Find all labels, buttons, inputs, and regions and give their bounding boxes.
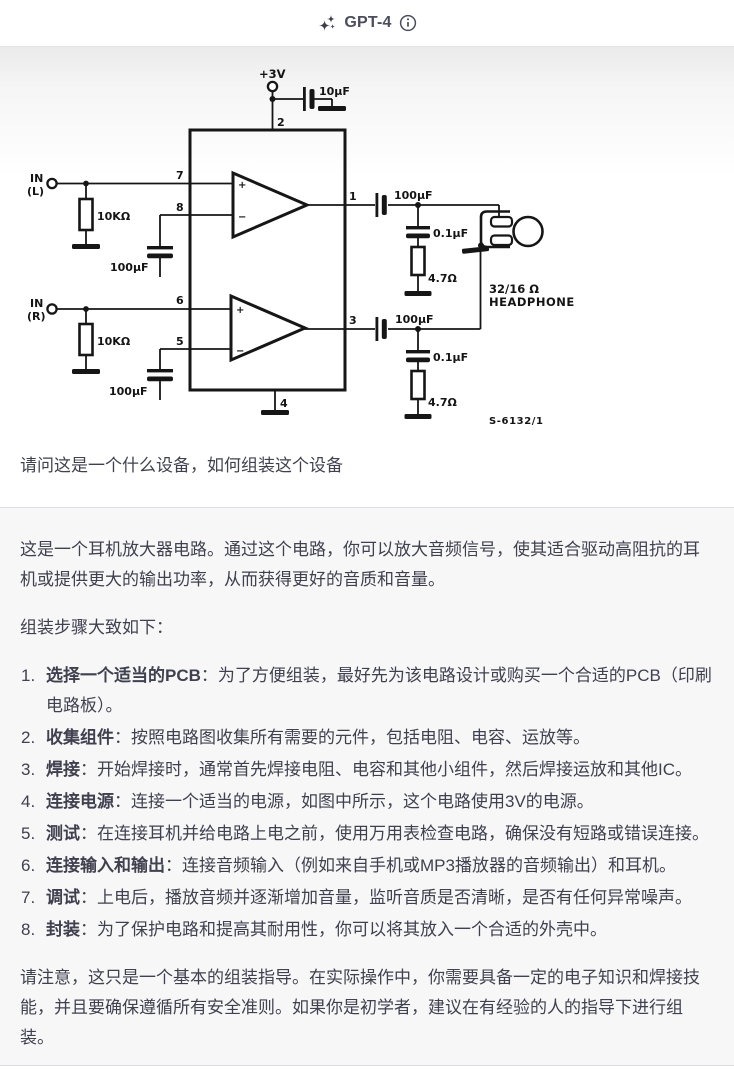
model-header: GPT-4	[0, 0, 734, 47]
list-item: 7. 调试：上电后，播放音频并逐渐增加音量，监听音质是否清晰，是否有任何异常噪声。	[20, 883, 714, 913]
step-title: 测试	[46, 824, 80, 843]
label-pin7: 7	[176, 169, 184, 182]
headphone-jack	[479, 210, 544, 249]
list-item: 8. 封装：为了保护电路和提高其耐用性，你可以将其放入一个合适的外壳中。	[20, 915, 714, 945]
circuit-labels: +3V 10μF 2 IN (L) 7 8 10KΩ 100μF IN (R) …	[27, 67, 575, 427]
assistant-note: 请注意，这只是一个基本的组装指导。在实际操作中，你需要具备一定的电子知识和焊接技…	[20, 968, 700, 1047]
label-cap-left: 100μF	[110, 261, 149, 274]
info-icon[interactable]	[399, 14, 417, 32]
step-text: ：连接音频输入（例如来自手机或MP3播放器的音频输出）和耳机。	[165, 856, 676, 875]
step-number: 4.	[21, 792, 36, 811]
label-out-cap-top: 100μF	[394, 189, 433, 202]
sparkles-icon	[318, 14, 336, 31]
step-number: 7.	[21, 888, 36, 907]
step-text: ：连接一个适当的电源，如图中所示，这个电路使用3V的电源。	[114, 792, 594, 811]
label-minus-top: −	[238, 212, 246, 223]
list-item: 3. 焊接：开始焊接时，通常首先焊接电阻、电容和其他小组件，然后焊接运放和其他IC…	[20, 755, 714, 785]
list-item: 4. 连接电源：连接一个适当的电源，如图中所示，这个电路使用3V的电源。	[20, 787, 714, 817]
step-title: 连接输入和输出	[46, 856, 165, 875]
step-text: ：上电后，播放音频并逐渐增加音量，监听音质是否清晰，是否有任何异常噪声。	[80, 888, 692, 907]
junction-dots	[83, 96, 484, 332]
label-pin6: 6	[176, 294, 184, 307]
label-part-number: S-6132/1	[489, 416, 544, 427]
list-item: 2. 收集组件：按照电路图收集所有需要的元件，包括电阻、电容、运放等。	[20, 723, 714, 753]
label-bypass-top: 0.1μF	[433, 227, 468, 240]
circuit-wires	[56, 91, 500, 414]
label-bypass-bottom: 0.1μF	[433, 351, 468, 364]
label-in-left-ch: (L)	[27, 185, 44, 198]
label-out-cap-bottom: 100μF	[395, 313, 434, 326]
label-pin5: 5	[176, 335, 184, 348]
label-res-out-bottom: 4.7Ω	[428, 396, 457, 409]
list-item: 6. 连接输入和输出：连接音频输入（例如来自手机或MP3播放器的音频输出）和耳机。	[20, 851, 714, 881]
assistant-intro: 这是一个耳机放大器电路。通过这个电路，你可以放大音频信号，使其适合驱动高阻抗的耳…	[20, 540, 700, 589]
terminals	[46, 80, 279, 315]
step-number: 2.	[21, 728, 36, 747]
label-minus-bottom: −	[236, 346, 244, 357]
label-supply: +3V	[259, 67, 286, 81]
step-title: 收集组件	[46, 728, 114, 747]
label-supply-cap: 10μF	[319, 85, 350, 98]
label-cap-right: 100μF	[109, 385, 148, 398]
list-item: 5. 测试：在连接耳机并给电路上电之前，使用万用表检查电路，确保没有短路或错误连接…	[20, 819, 714, 849]
step-number: 3.	[21, 760, 36, 779]
label-load: 32/16 Ω	[489, 282, 539, 296]
label-pin4: 4	[280, 397, 288, 410]
step-title: 封装	[46, 920, 80, 939]
label-in-right-ch: (R)	[27, 310, 46, 323]
assembly-steps-list: 1. 选择一个适当的PCB：为了方便组装，最好先为该电路设计或购买一个合适的PCB…	[20, 661, 714, 945]
step-text: ：开始焊接时，通常首先焊接电阻、电容和其他小组件，然后焊接运放和其他IC。	[80, 760, 692, 779]
label-res-out-top: 4.7Ω	[428, 272, 457, 285]
label-pin8: 8	[176, 201, 184, 214]
label-in-right: IN	[30, 297, 43, 310]
model-name: GPT-4	[344, 14, 392, 31]
label-res-right: 10KΩ	[97, 335, 131, 348]
label-pin3: 3	[349, 314, 357, 327]
ic-box	[188, 128, 347, 392]
label-pin1: 1	[349, 190, 357, 203]
step-number: 1.	[21, 666, 36, 685]
capacitors-grounds	[72, 87, 490, 419]
label-plus-bottom: +	[236, 305, 244, 316]
assistant-steps-heading: 组装步骤大致如下：	[20, 618, 173, 637]
label-headphone: HEADPHONE	[489, 295, 575, 309]
step-title: 调试	[46, 888, 80, 907]
resistors	[78, 197, 426, 401]
label-plus-top: +	[238, 180, 246, 191]
step-title: 选择一个适当的PCB	[46, 666, 201, 685]
assistant-message: 这是一个耳机放大器电路。通过这个电路，你可以放大音频信号，使其适合驱动高阻抗的耳…	[0, 508, 734, 1066]
step-number: 5.	[21, 824, 36, 843]
step-text: ：在连接耳机并给电路上电之前，使用万用表检查电路，确保没有短路或错误连接。	[80, 824, 709, 843]
label-in-left: IN	[30, 172, 43, 185]
step-title: 连接电源	[46, 792, 114, 811]
step-number: 6.	[21, 856, 36, 875]
label-pin2: 2	[277, 116, 285, 129]
list-item: 1. 选择一个适当的PCB：为了方便组装，最好先为该电路设计或购买一个合适的PCB…	[20, 661, 714, 721]
step-title: 焊接	[46, 760, 80, 779]
user-question-text: 请问这是一个什么设备，如何组装这个设备	[20, 456, 343, 475]
step-number: 8.	[21, 920, 36, 939]
step-text: ：为了方便组装，最好先为该电路设计或购买一个合适的PCB（印刷电路板）。	[46, 666, 712, 715]
opamp-triangles	[229, 170, 311, 363]
step-text: ：按照电路图收集所有需要的元件，包括电阻、电容、运放等。	[114, 728, 590, 747]
user-message: +3V 10μF 2 IN (L) 7 8 10KΩ 100μF IN (R) …	[0, 47, 734, 508]
label-res-left: 10KΩ	[97, 210, 131, 223]
step-text: ：为了保护电路和提高其耐用性，你可以将其放入一个合适的外壳中。	[80, 920, 607, 939]
attached-image: +3V 10μF 2 IN (L) 7 8 10KΩ 100μF IN (R) …	[0, 47, 734, 439]
circuit-diagram-image: +3V 10μF 2 IN (L) 7 8 10KΩ 100μF IN (R) …	[27, 67, 575, 427]
